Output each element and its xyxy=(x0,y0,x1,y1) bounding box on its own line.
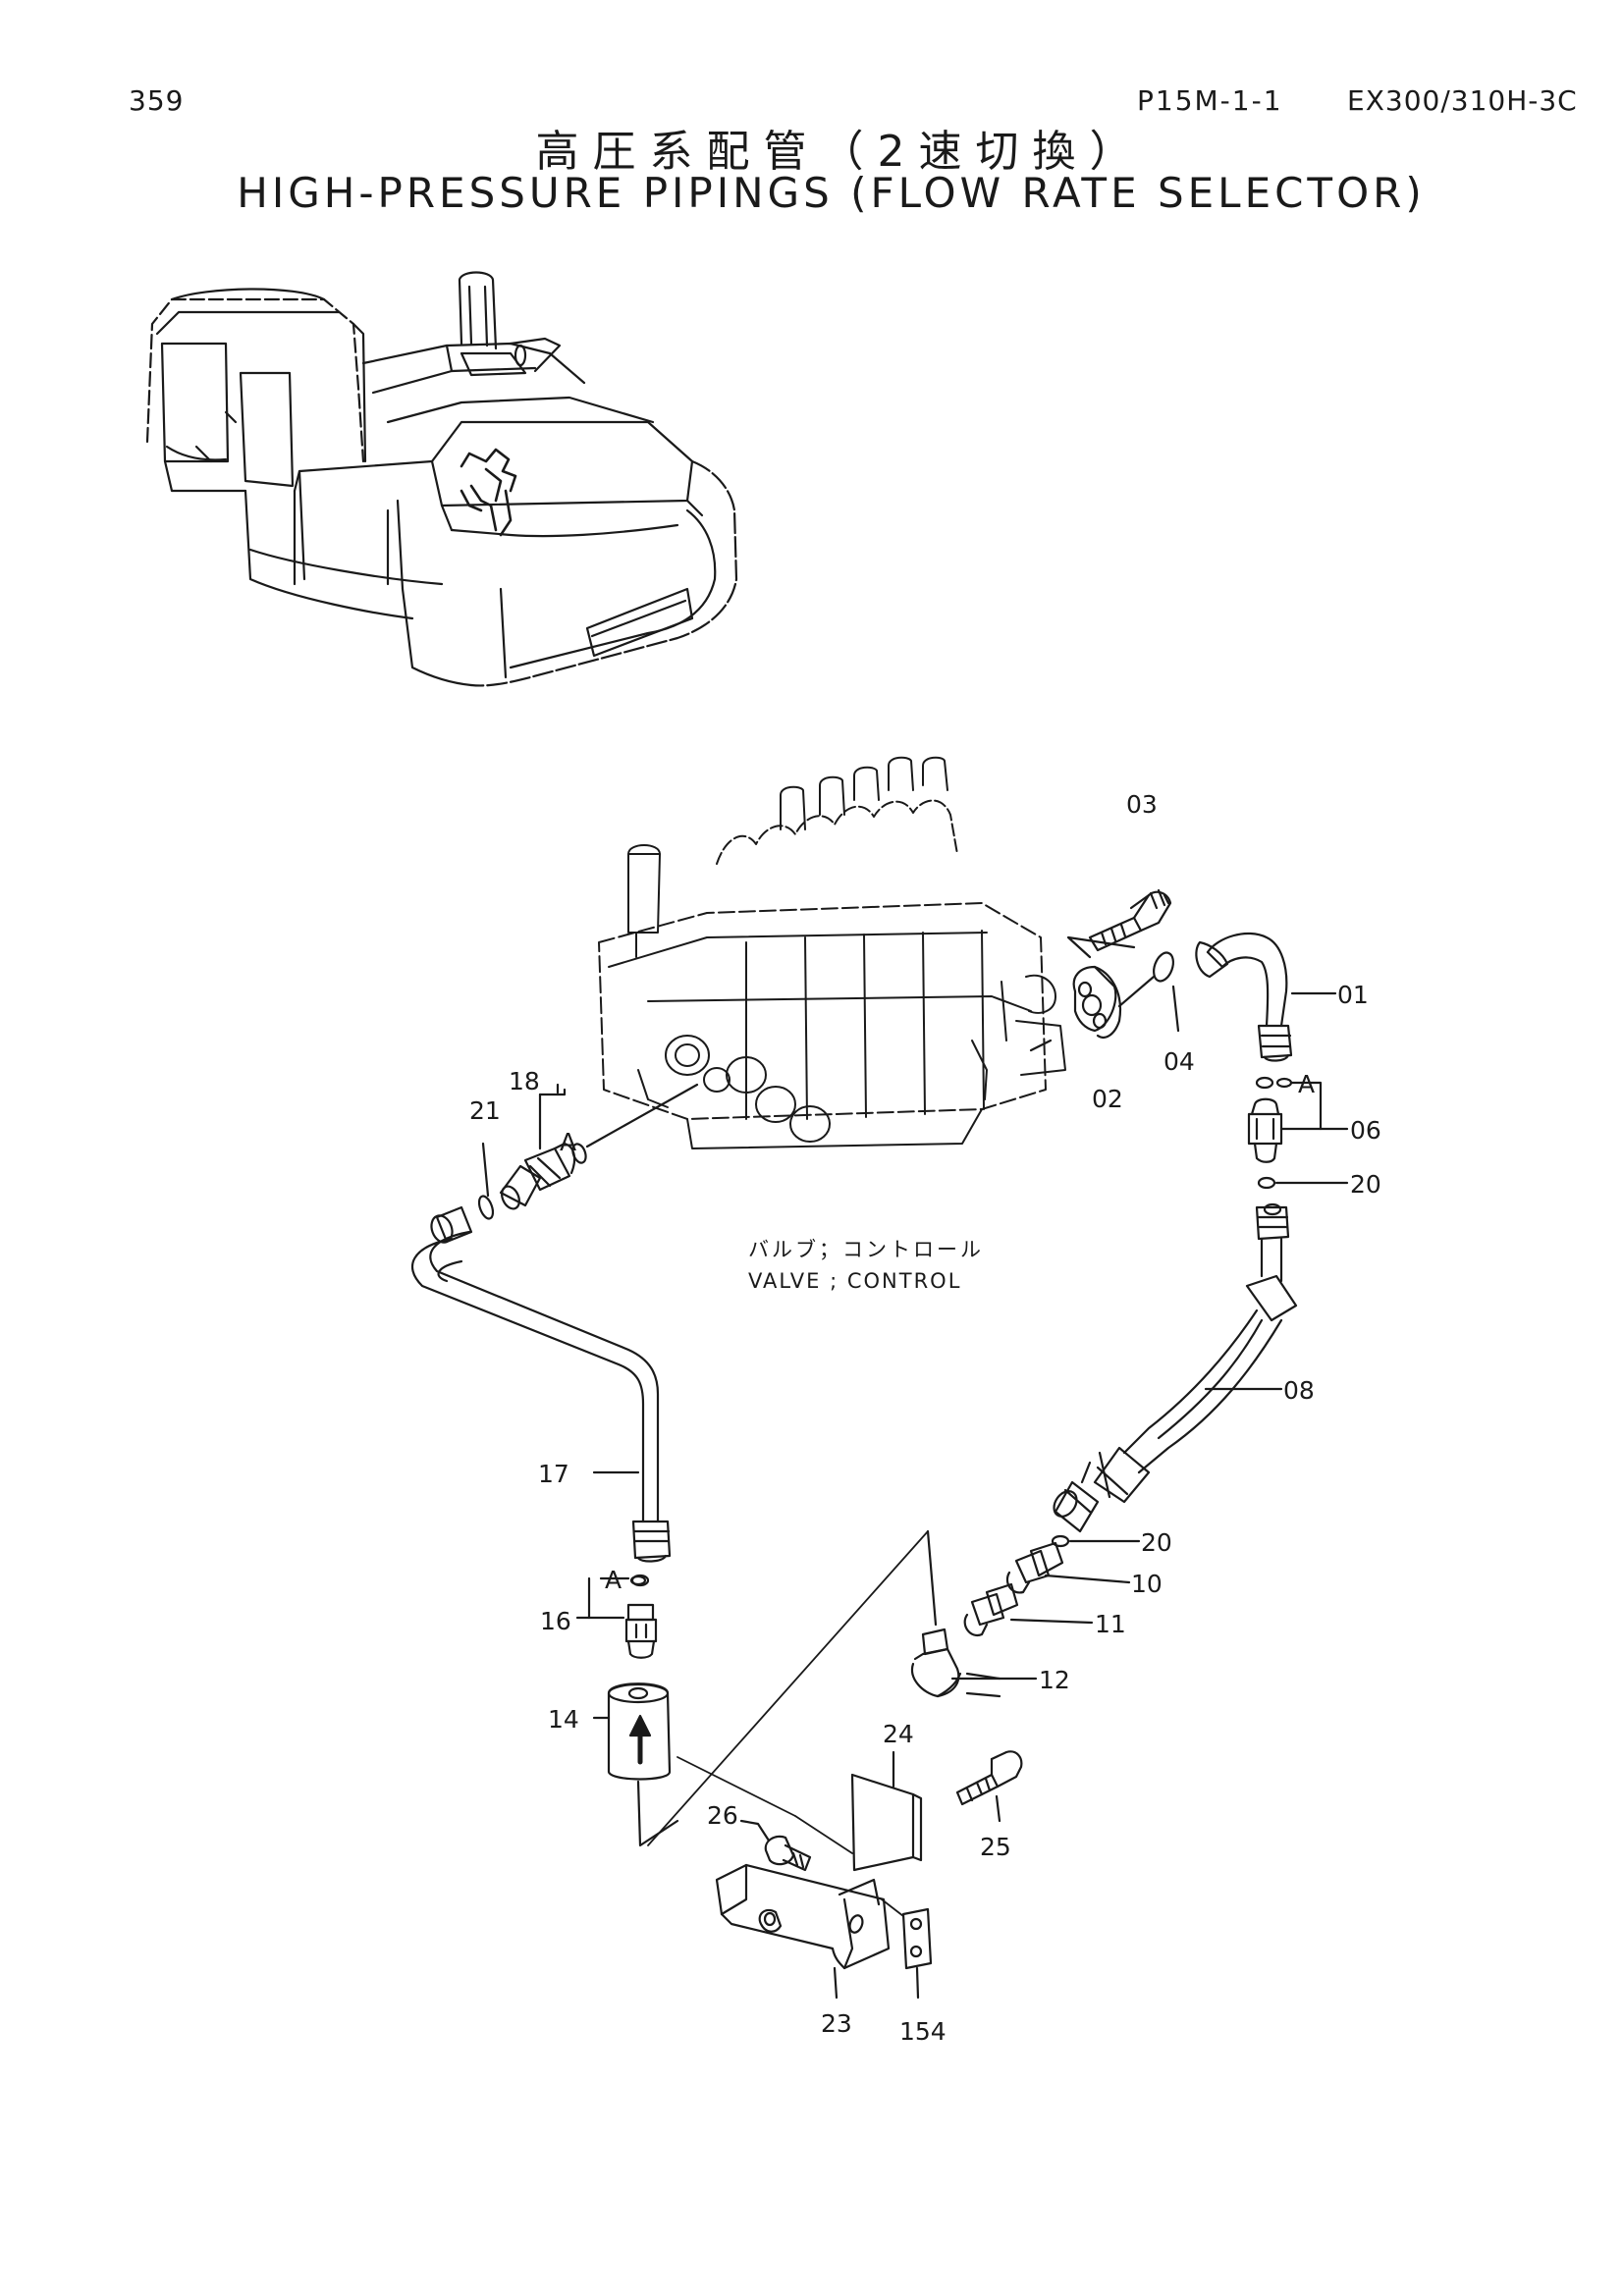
part-20-o-ring xyxy=(1257,1176,1349,1190)
callout-16-marker: A xyxy=(605,1566,622,1594)
part-01-elbow-pipe xyxy=(1195,933,1337,1062)
callout-06-marker: A xyxy=(1298,1070,1315,1098)
callout-12: 12 xyxy=(1039,1666,1070,1694)
title-english: HIGH-PRESSURE PIPINGS (FLOW RATE SELECTO… xyxy=(237,169,1426,217)
title-japanese: 高圧系配管（2速切換） xyxy=(535,127,1147,177)
part-11-adapter xyxy=(963,1582,1094,1637)
model-code: EX300/310H-3C xyxy=(1347,84,1578,117)
part-26-bolt xyxy=(739,1819,812,1872)
callout-11: 11 xyxy=(1095,1610,1126,1638)
callout-154: 154 xyxy=(899,2017,947,2046)
part-12-elbow xyxy=(910,1529,1038,1698)
callout-21: 21 xyxy=(469,1096,501,1125)
callout-01: 01 xyxy=(1337,981,1369,1009)
part-16-adapter xyxy=(575,1574,658,1659)
callout-18-marker: A xyxy=(560,1128,576,1156)
callout-02: 02 xyxy=(1092,1085,1123,1113)
part-02-flange xyxy=(1029,965,1122,1052)
part-20-o-ring-lower xyxy=(1051,1534,1141,1548)
callout-24: 24 xyxy=(883,1720,914,1748)
valve-label-japanese: バルブ；コントロール xyxy=(748,1238,984,1261)
callout-25: 25 xyxy=(980,1833,1011,1861)
callout-16: 16 xyxy=(540,1607,571,1635)
part-25-bolt xyxy=(955,1750,1023,1823)
part-a-o-ring-valve-side xyxy=(571,1083,699,1164)
part-23-bracket xyxy=(715,1863,891,2000)
control-valve-illustration xyxy=(598,756,1066,1149)
callout-23: 23 xyxy=(821,2009,852,2038)
page-number: 359 xyxy=(129,84,185,117)
callout-14: 14 xyxy=(548,1705,579,1734)
part-06-adapter xyxy=(1247,1076,1349,1163)
part-24-plate xyxy=(850,1750,923,1872)
detail-marker-o-rings xyxy=(556,1077,1293,1586)
callout-20-lower: 20 xyxy=(1141,1528,1172,1557)
part-04-o-ring xyxy=(1117,951,1180,1033)
part-03-bolt xyxy=(1066,888,1172,959)
callout-06: 06 xyxy=(1350,1116,1381,1145)
callout-08: 08 xyxy=(1283,1376,1315,1405)
callout-10: 10 xyxy=(1131,1570,1163,1598)
part-10-adapter xyxy=(1005,1541,1131,1594)
callout-18: 18 xyxy=(509,1067,540,1095)
reference-code: P15M-1-1 xyxy=(1137,84,1283,117)
part-08-hose xyxy=(1053,1202,1298,1533)
valve-label-english: VALVE ; CONTROL xyxy=(748,1269,961,1293)
callout-03: 03 xyxy=(1126,790,1158,819)
callout-20: 20 xyxy=(1350,1170,1381,1199)
part-21-o-ring xyxy=(477,1142,495,1220)
callout-04: 04 xyxy=(1163,1047,1195,1076)
part-17-pipe xyxy=(411,1205,672,1563)
part-154-block xyxy=(881,1898,933,2000)
excavator-overview-illustration xyxy=(145,271,738,687)
callout-26: 26 xyxy=(707,1801,738,1830)
assembly-leader-lines xyxy=(647,1530,929,1854)
callout-17: 17 xyxy=(538,1460,569,1488)
part-14-check-valve xyxy=(592,1682,679,1847)
